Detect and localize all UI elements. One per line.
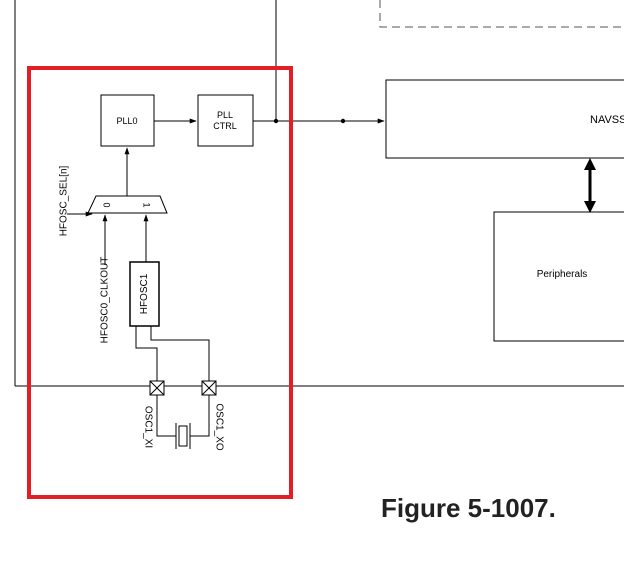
pll-ctrl-label-line2: CTRL — [213, 121, 237, 131]
outer-boundary — [14, 0, 624, 387]
pll0-label: PLL0 — [116, 116, 137, 126]
peripherals-label: Peripherals — [537, 269, 588, 280]
navss-block: NAVSS — [385, 79, 624, 159]
clock-mux: 0 1 — [87, 195, 168, 214]
hfosc1-block: HFOSC1 — [129, 261, 160, 327]
highlight-box — [27, 66, 293, 499]
figure-caption: Figure 5-1007. — [381, 493, 556, 523]
junction-dot — [273, 118, 279, 124]
hfosc0-clkout-label: HFOSC0_CLKOUT — [100, 257, 111, 344]
pll-ctrl-label-line1: PLL — [217, 110, 233, 120]
hfosc-sel-label: HFOSC_SEL[n] — [59, 165, 70, 236]
pll-ctrl-block: PLL CTRL — [197, 94, 254, 147]
mux-input-0-label: 0 — [102, 202, 112, 207]
dashed-region — [379, 0, 624, 28]
osc1-xo-pad — [201, 380, 217, 396]
junction-dot — [340, 118, 346, 124]
osc1-xo-label: OSC1_XO — [213, 403, 224, 450]
peripherals-block: Peripherals — [493, 211, 624, 342]
oscillator-wiring — [135, 326, 210, 437]
navss-label: NAVSS — [590, 114, 624, 126]
hfosc1-label: HFOSC1 — [139, 273, 150, 314]
pll0-block: PLL0 — [100, 94, 155, 147]
osc1-xi-pad — [149, 380, 165, 396]
crystal-icon — [175, 423, 191, 449]
osc1-xi-label: OSC1_XI — [142, 406, 153, 448]
mux-input-1-label: 1 — [142, 202, 152, 207]
